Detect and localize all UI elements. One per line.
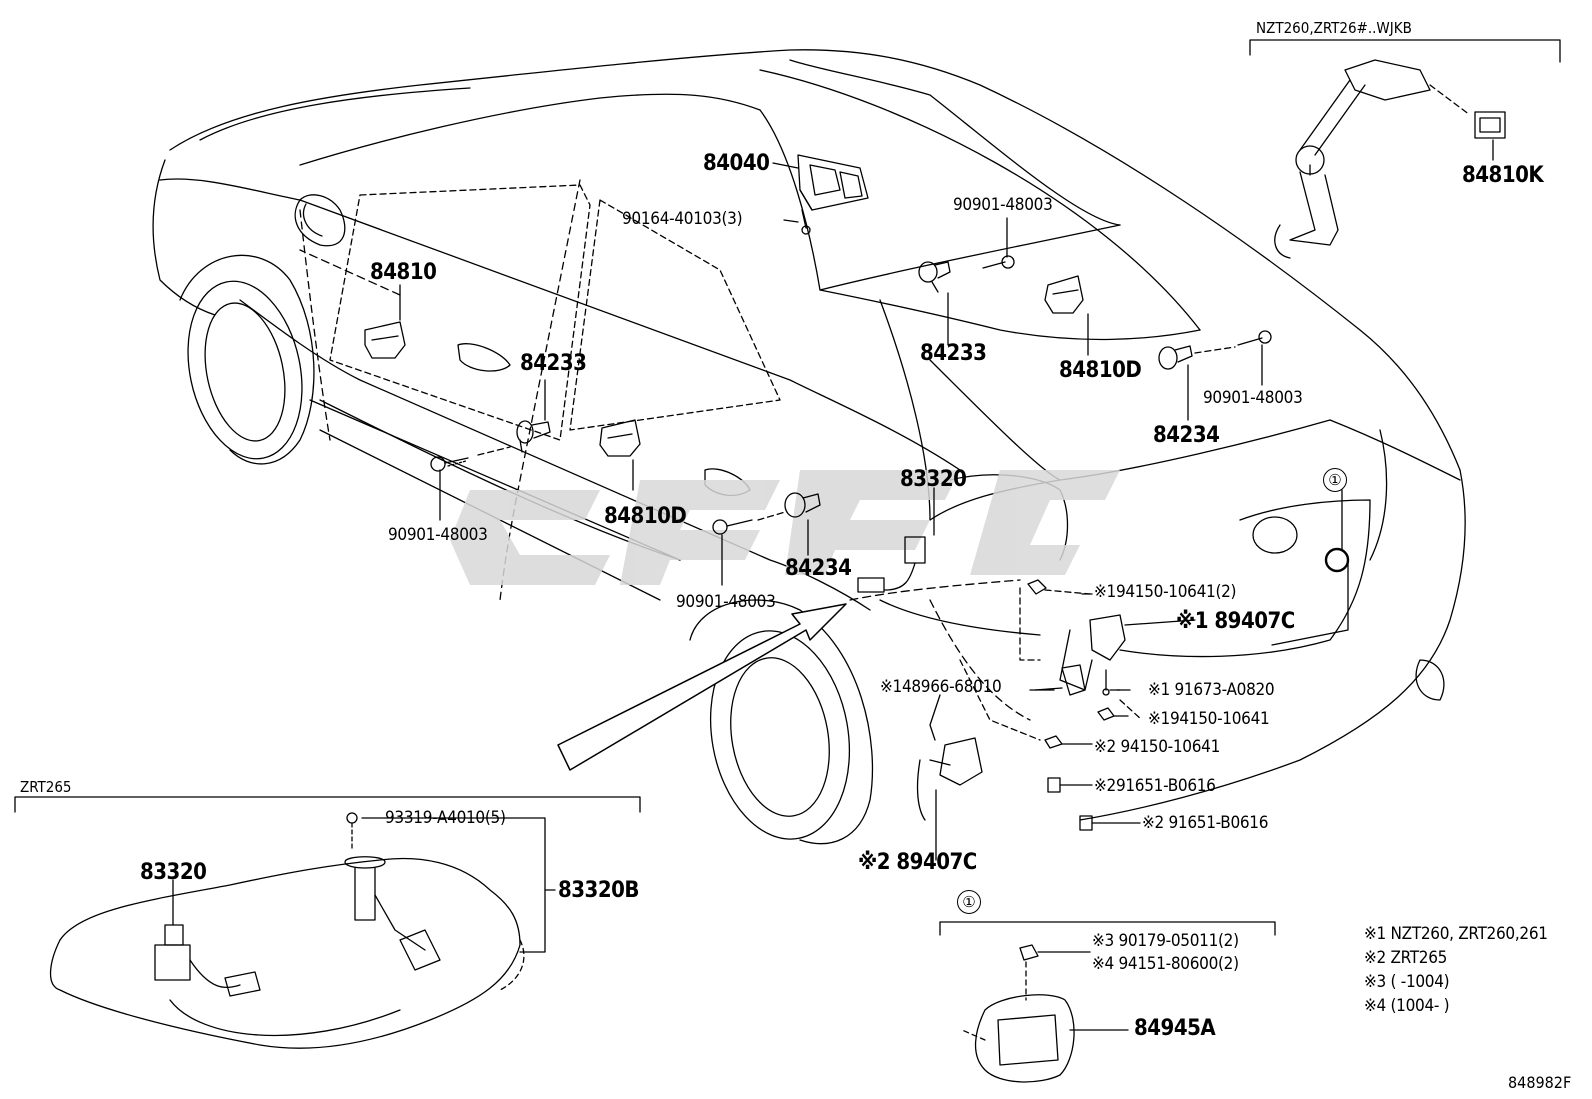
courtesy-switch-84234-right: [1158, 345, 1193, 370]
part-94150-10641-a: ※194150-10641(2): [1094, 582, 1237, 602]
switch-84810D-left: [599, 419, 641, 457]
part-84233-left: 84233: [520, 351, 587, 376]
part-83320-bottom: 83320: [140, 860, 207, 885]
part-83320-top: 83320: [900, 467, 967, 492]
screw-90901-right: [1237, 330, 1272, 346]
part-83320B: 83320B: [558, 878, 639, 903]
watermark-logo: [450, 470, 1120, 585]
bolt-91651-b: [1079, 815, 1141, 831]
switch-84810D-right: [1044, 275, 1084, 314]
variant-label-bottom-left: ZRT265: [20, 778, 72, 796]
part-94150-10641-c: ※2 94150-10641: [1094, 737, 1221, 757]
part-84945A: 84945A: [1134, 1016, 1216, 1041]
part-94150-10641-b: ※194150-10641: [1148, 709, 1270, 729]
part-89407C-top: ※1 89407C: [1176, 609, 1295, 634]
part-84234-right: 84234: [1153, 423, 1220, 448]
part-94151-80600: ※4 94151-80600(2): [1092, 954, 1239, 974]
part-90901-48003-right: 90901-48003: [1203, 388, 1303, 408]
screw-90901-mid: [712, 519, 753, 535]
screw-90901-top: [982, 255, 1015, 269]
courtesy-switch-84234-mid: [784, 492, 821, 518]
nut-94150-a: [1027, 579, 1091, 595]
part-90901-48003-top: 90901-48003: [953, 195, 1053, 215]
car-body-outline: [152, 49, 1466, 845]
window-switch-84040: [797, 154, 869, 211]
part-91651-B0616-b: ※2 91651-B0616: [1142, 813, 1269, 833]
screw-90164: [801, 209, 811, 235]
part-91673-A0820: ※1 91673-A0820: [1148, 680, 1275, 700]
part-90164-40103: 90164-40103(3): [622, 209, 743, 229]
figure-id: 848982F: [1508, 1073, 1572, 1092]
circle-marker-trunk: ①: [1323, 468, 1347, 492]
screw-90901-left: [430, 456, 469, 472]
part-89407C-bottom: ※2 89407C: [858, 850, 977, 875]
note-1: ※1 NZT260, ZRT260,261: [1364, 924, 1548, 944]
fuel-tank-inset: [14, 796, 641, 1049]
leader-lines: [299, 139, 1494, 861]
nut-94150-c: [1044, 735, 1093, 749]
sensor-83320-top: [857, 536, 926, 593]
height-sensor-inset-top-right: [1249, 39, 1561, 259]
part-48966-68010: ※148966-68010: [880, 677, 1002, 697]
part-90901-48003-mid: 90901-48003: [676, 592, 776, 612]
note-3: ※3 ( -1004): [1364, 972, 1450, 992]
part-91651-B0616-a: ※291651-B0616: [1094, 776, 1216, 796]
height-sensor-89407C-top: [1059, 614, 1196, 691]
trunk-arrow: [557, 603, 847, 771]
variant-label-top-right: NZT260,ZRT26#..WJKB: [1256, 19, 1412, 37]
marker-ring: [1324, 547, 1350, 573]
courtesy-switch-84233-top: [918, 261, 951, 293]
courtesy-switch-84233-left: [516, 420, 551, 453]
switch-84810: [364, 321, 406, 359]
license-light-inset: [939, 921, 1276, 1083]
part-84234-mid: 84234: [785, 556, 852, 581]
circle-marker-inset: ①: [957, 890, 981, 914]
part-90901-48003-left: 90901-48003: [388, 525, 488, 545]
bolt-91673: [1102, 669, 1121, 696]
part-90179-05011: ※3 90179-05011(2): [1092, 931, 1239, 951]
part-84233-top: 84233: [920, 341, 987, 366]
part-84040: 84040: [703, 151, 770, 176]
part-84810: 84810: [370, 260, 437, 285]
part-84810D-left: 84810D: [604, 504, 687, 529]
part-84810K: 84810K: [1462, 163, 1544, 188]
note-2: ※2 ZRT265: [1364, 948, 1448, 968]
bolt-91651-a: [1047, 777, 1093, 793]
note-4: ※4 (1004- ): [1364, 996, 1450, 1016]
nut-94150-b: [1097, 707, 1129, 721]
height-sensor-89407C-bottom: [916, 694, 983, 821]
part-93319-A4010: 93319-A4010(5): [385, 808, 506, 828]
part-84810D-right: 84810D: [1059, 358, 1142, 383]
